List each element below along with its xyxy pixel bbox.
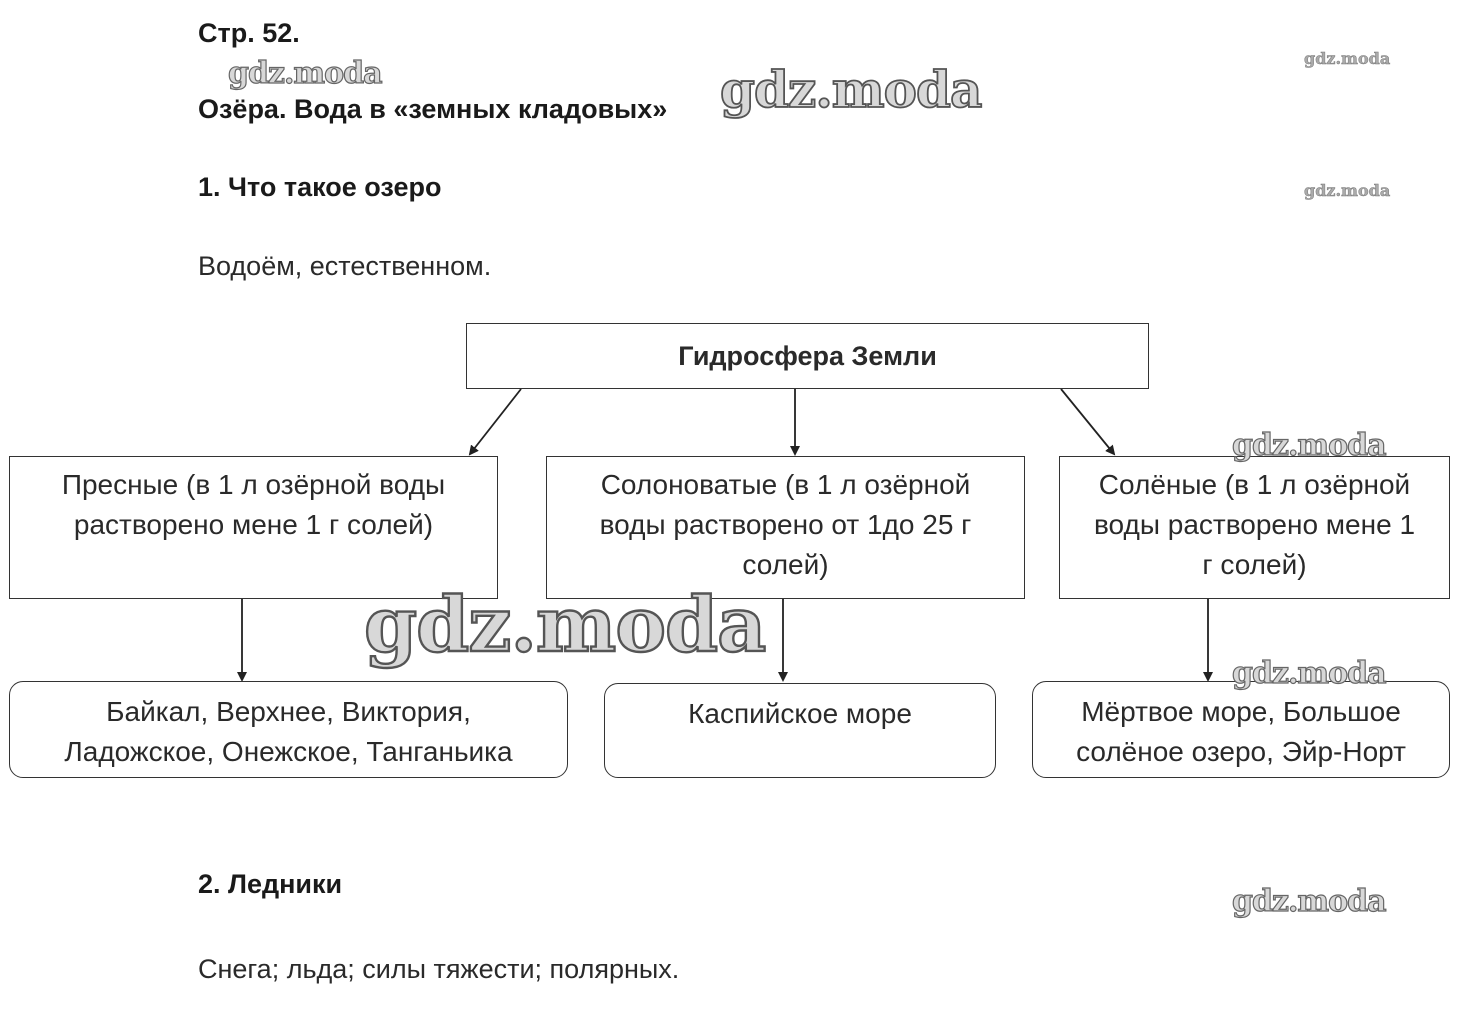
section2-answer: Снега; льда; силы тяжести; полярных. xyxy=(198,954,680,984)
examples-box-fresh: Байкал, Верхнее, Виктория, Ладожское, Он… xyxy=(9,681,568,778)
watermark: gdz.moda xyxy=(1304,49,1391,69)
category-brackish-line-2: воды растворено от 1до 25 г xyxy=(599,509,972,540)
watermark: gdz.moda xyxy=(719,59,983,120)
category-brackish-line-1: Солоноватые (в 1 л озёрной xyxy=(600,469,971,500)
watermark: gdz.moda xyxy=(363,579,768,670)
examples-box-brackish: Каспийское море xyxy=(604,683,996,778)
category-salty-line-1: Солёные (в 1 л озёрной xyxy=(1098,469,1411,500)
arrow-root-to-fresh xyxy=(468,388,522,456)
diagram-root-label: Гидросфера Земли xyxy=(678,341,937,371)
category-fresh-line-2: растворено мене 1 г солей) xyxy=(73,509,434,540)
examples-fresh-line-1: Байкал, Верхнее, Виктория, xyxy=(106,696,471,727)
watermark: gdz.moda xyxy=(1231,427,1387,463)
watermark: gdz.moda xyxy=(1231,883,1387,919)
category-fresh-line-1: Пресные (в 1 л озёрной воды xyxy=(61,469,446,500)
topic-title: Озёра. Вода в «земных кладовых» xyxy=(198,94,668,124)
section1-heading: 1. Что такое озеро xyxy=(198,172,442,202)
examples-box-salty: Мёртвое море, Большое солёное озеро, Эйр… xyxy=(1032,681,1450,778)
category-brackish-line-3: солей) xyxy=(742,549,829,580)
section1-answer: Водоём, естественном. xyxy=(198,251,492,281)
examples-salty-line-1: Мёртвое море, Большое xyxy=(1081,696,1401,727)
category-salty-line-3: г солей) xyxy=(1202,549,1307,580)
examples-salty-line-2: солёное озеро, Эйр-Норт xyxy=(1076,736,1406,767)
category-box-fresh: Пресные (в 1 л озёрной воды растворено м… xyxy=(9,456,498,599)
watermark: gdz.moda xyxy=(1304,181,1391,201)
category-salty-line-2: воды растворено мене 1 xyxy=(1093,509,1416,540)
examples-fresh-line-2: Ладожское, Онежское, Танганьика xyxy=(64,736,513,767)
watermark: gdz.moda xyxy=(227,55,383,91)
diagram-root-box: Гидросфера Земли xyxy=(466,323,1149,389)
arrow-root-to-salty xyxy=(1060,388,1116,456)
examples-brackish-line-1: Каспийское море xyxy=(688,698,912,729)
category-box-salty: Солёные (в 1 л озёрной воды растворено м… xyxy=(1059,456,1450,599)
category-box-brackish: Солоноватые (в 1 л озёрной воды растворе… xyxy=(546,456,1025,599)
page-number: Стр. 52. xyxy=(198,18,300,48)
section2-heading: 2. Ледники xyxy=(198,869,343,899)
watermark: gdz.moda xyxy=(1231,655,1387,691)
